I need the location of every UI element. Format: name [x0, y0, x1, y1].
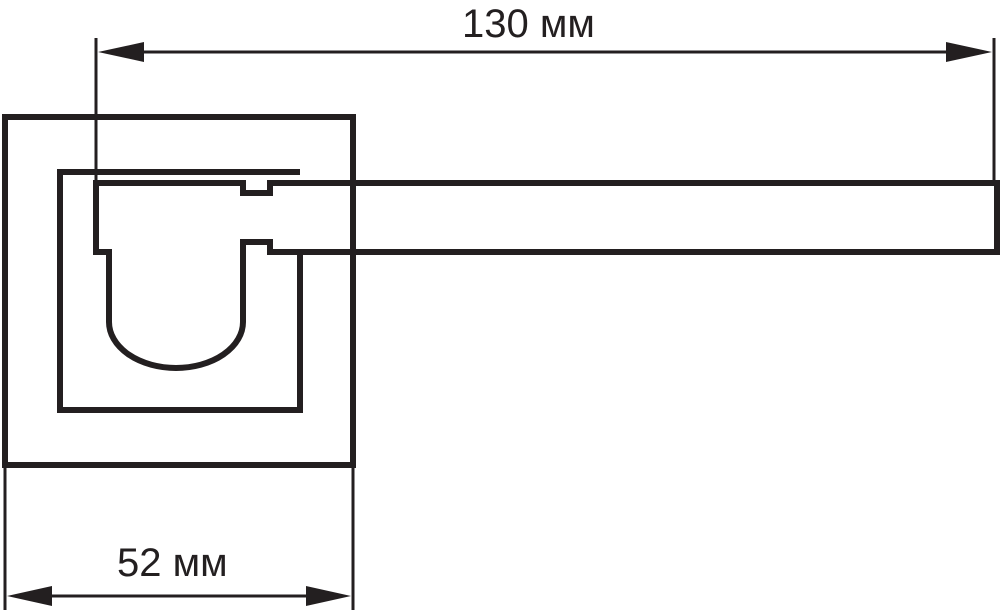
overall-length-dimension: [94, 38, 996, 180]
inner-plate-outline: [57, 169, 303, 413]
arrowhead-rose-left: [7, 586, 52, 606]
lever-outline: [93, 180, 1000, 371]
rose-width-dimension: [3, 468, 355, 610]
rose-width-label: 52 мм: [117, 541, 228, 585]
overall-length-label: 130 мм: [462, 2, 595, 46]
arrowhead-rose-right: [306, 586, 351, 606]
outer-rose-outline: [2, 114, 356, 468]
arrowhead-left: [98, 42, 144, 62]
arrowhead-right: [946, 42, 992, 62]
